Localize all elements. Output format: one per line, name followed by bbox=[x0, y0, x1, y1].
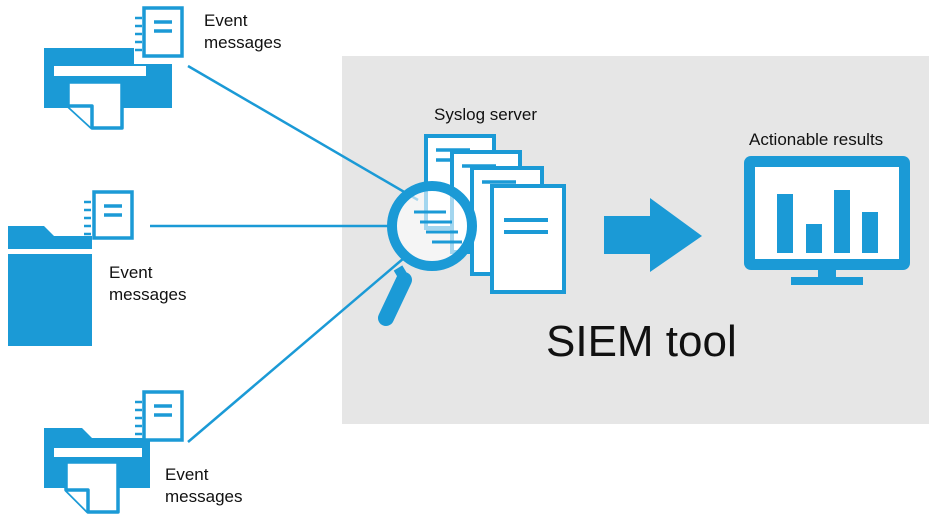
document-icon bbox=[135, 390, 184, 442]
bar-3 bbox=[834, 190, 850, 253]
source-1-label: Event messages bbox=[204, 10, 281, 54]
source-3-label-line-2: messages bbox=[165, 487, 243, 506]
source-1-label-line-1: Event bbox=[204, 11, 248, 30]
source-2-label-line-2: messages bbox=[109, 285, 187, 304]
multifunction-printer-icon bbox=[8, 226, 92, 346]
arrow-right-icon bbox=[604, 198, 702, 272]
source-2-label-line-1: Event bbox=[109, 263, 153, 282]
connector-line-1 bbox=[187, 64, 419, 202]
syslog-server-label: Syslog server bbox=[434, 105, 537, 124]
printer-scanner-icon bbox=[44, 428, 150, 514]
magnifier-icon bbox=[378, 181, 477, 326]
document-icon bbox=[84, 190, 134, 240]
siem-tool-label: SIEM tool bbox=[546, 317, 737, 366]
bar-2 bbox=[806, 224, 822, 253]
document-icon bbox=[135, 6, 184, 58]
source-1-label-line-2: messages bbox=[204, 33, 282, 52]
source-2-label: Event messages bbox=[109, 262, 186, 306]
bar-4 bbox=[862, 212, 878, 253]
bar-1 bbox=[777, 194, 793, 253]
connector-lines bbox=[150, 64, 419, 443]
connector-line-3 bbox=[187, 257, 405, 443]
printer-icon bbox=[44, 48, 172, 130]
actionable-results-label: Actionable results bbox=[749, 130, 884, 149]
source-3-label-line-1: Event bbox=[165, 465, 209, 484]
source-3-label: Event messages bbox=[165, 464, 242, 508]
monitor-bar-chart-icon bbox=[744, 156, 910, 285]
